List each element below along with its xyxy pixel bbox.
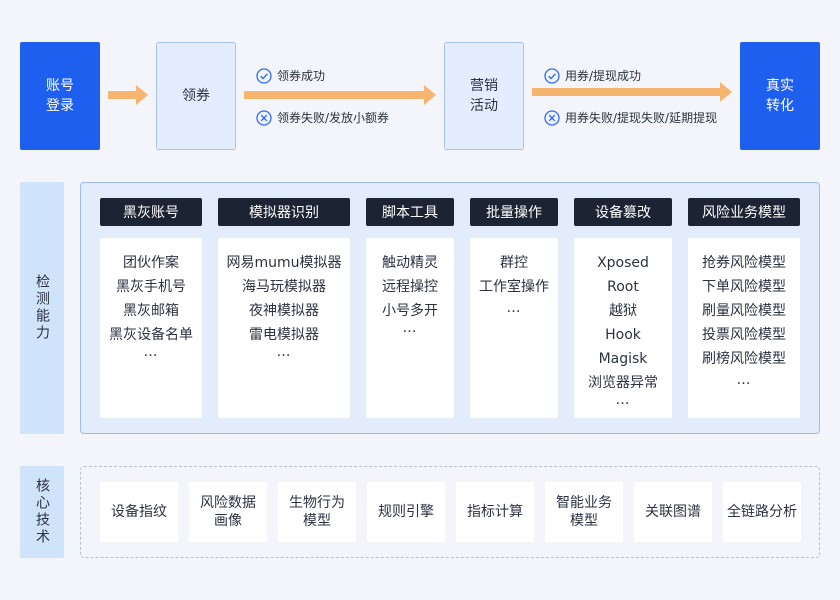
detection-label: 检测能力 (20, 182, 64, 434)
list-item: 越狱 (609, 303, 637, 319)
more-ellipsis: … (143, 344, 159, 360)
flow-arrow-2 (244, 85, 436, 105)
list-item: 刷量风险模型 (702, 303, 786, 319)
flow-note-text: 用券失败/提现失败/延期提现 (565, 111, 718, 125)
detection-label-text: 检测能力 (34, 274, 50, 342)
list-item: 浏览器异常 (588, 375, 658, 391)
tech-item: 生物行为 模型 (278, 482, 356, 542)
flow-step-marketing: 营销 活动 (444, 42, 524, 150)
list-item: 小号多开 (382, 303, 438, 319)
flow-note-fail-1: 领券失败/发放小额券 (256, 109, 389, 126)
flow-step-login: 账号 登录 (20, 42, 100, 150)
flow-note-text: 领券成功 (277, 69, 326, 83)
list-item: 工作室操作 (479, 279, 549, 295)
flow-note-text: 领券失败/发放小额券 (277, 111, 390, 125)
core-label-text: 核心技术 (34, 478, 50, 546)
list-item: Hook (605, 327, 641, 343)
list-item: 团伙作案 (123, 255, 179, 271)
more-ellipsis: … (615, 392, 631, 408)
flow-note-text: 用券/提现成功 (565, 69, 642, 83)
category-header: 模拟器识别 (218, 198, 350, 226)
flow-step-claim: 领券 (156, 42, 236, 150)
category-list: Xposed Root 越狱 Hook Magisk 浏览器异常 … (574, 238, 672, 418)
core-label: 核心技术 (20, 466, 64, 558)
category-header: 风险业务模型 (688, 198, 800, 226)
tech-item: 智能业务 模型 (545, 482, 623, 542)
tech-item: 指标计算 (456, 482, 534, 542)
list-item: 海马玩模拟器 (242, 279, 326, 295)
category-header: 黑灰账号 (100, 198, 202, 226)
list-item: 触动精灵 (382, 255, 438, 271)
tech-item: 全链路分析 (723, 482, 801, 542)
flow-arrow-3 (532, 82, 732, 102)
category-header: 设备篡改 (574, 198, 672, 226)
list-item: 远程操控 (382, 279, 438, 295)
category-list: 群控 工作室操作 … (470, 238, 558, 418)
flow-note-fail-2: 用券失败/提现失败/延期提现 (544, 109, 717, 126)
more-ellipsis: … (736, 372, 752, 388)
list-item: 抢券风险模型 (702, 255, 786, 271)
category-list: 团伙作案 黑灰手机号 黑灰邮箱 黑灰设备名单 … (100, 238, 202, 418)
list-item: 网易mumu模拟器 (226, 255, 342, 271)
category-list: 网易mumu模拟器 海马玩模拟器 夜神模拟器 雷电模拟器 … (218, 238, 350, 418)
list-item: Root (607, 279, 639, 295)
list-item: 投票风险模型 (702, 327, 786, 343)
list-item: 黑灰手机号 (116, 279, 186, 295)
tech-item: 风险数据 画像 (189, 482, 267, 542)
check-circle-icon (256, 67, 272, 84)
flow-arrow-1 (108, 85, 148, 105)
cross-circle-icon (256, 109, 272, 126)
list-item: 刷榜风险模型 (702, 351, 786, 367)
flow-step-conversion: 真实 转化 (740, 42, 820, 150)
list-item: Magisk (598, 351, 648, 367)
list-item: Xposed (597, 255, 649, 271)
flow-note-success-1: 领券成功 (256, 67, 325, 84)
list-item: 下单风险模型 (702, 279, 786, 295)
more-ellipsis: … (506, 300, 522, 316)
tech-item: 规则引擎 (367, 482, 445, 542)
list-item: 黑灰设备名单 (109, 327, 193, 343)
flow-note-success-2: 用券/提现成功 (544, 67, 641, 84)
list-item: 雷电模拟器 (249, 327, 319, 343)
category-list: 抢券风险模型 下单风险模型 刷量风险模型 投票风险模型 刷榜风险模型 … (688, 238, 800, 418)
category-list: 触动精灵 远程操控 小号多开 … (366, 238, 454, 418)
category-header: 脚本工具 (366, 198, 454, 226)
more-ellipsis: … (276, 344, 292, 360)
tech-item: 设备指纹 (100, 482, 178, 542)
list-item: 群控 (500, 255, 528, 271)
tech-item: 关联图谱 (634, 482, 712, 542)
category-header: 批量操作 (470, 198, 558, 226)
list-item: 黑灰邮箱 (123, 303, 179, 319)
list-item: 夜神模拟器 (249, 303, 319, 319)
cross-circle-icon (544, 109, 560, 126)
more-ellipsis: … (402, 320, 418, 336)
check-circle-icon (544, 67, 560, 84)
